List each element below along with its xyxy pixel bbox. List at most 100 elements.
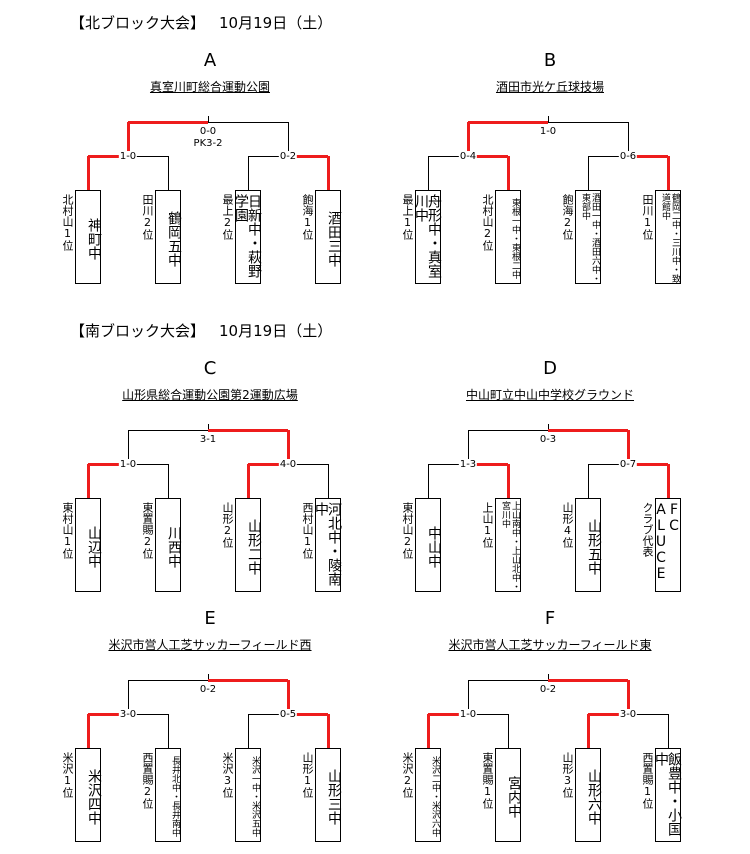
final-left-line <box>468 430 549 431</box>
team-box: 宮内中 <box>495 748 522 842</box>
team-name: 舟形中・真室川中 <box>413 194 442 278</box>
team-rank: 山形2位 <box>221 502 234 548</box>
team-name: 河北中・陵南中 <box>313 502 342 586</box>
semi-left-line <box>88 713 128 716</box>
semi-right-line <box>288 464 329 465</box>
final-stem-line <box>208 674 209 680</box>
semi-left-line <box>588 713 628 716</box>
final-stem-line <box>548 674 549 680</box>
final-right-drop-line <box>287 430 290 464</box>
final-right-line <box>208 429 288 432</box>
block-letter: C <box>203 358 217 379</box>
team-box: 神町中 <box>75 190 102 284</box>
north-block-date: 10月19日（土） <box>219 14 333 32</box>
team-box: 舟形中・真室川中 <box>413 190 442 284</box>
final-right-drop-line <box>287 680 290 714</box>
semi-left-drop-line <box>248 156 249 190</box>
semi-right-line <box>128 464 169 465</box>
final-stem-line <box>208 424 209 430</box>
match-score: 3-0 <box>618 709 638 720</box>
team-name: 酒田一中・酒田六中・東部中 <box>580 193 600 283</box>
final-score: 0-2 <box>538 684 558 695</box>
team-rank: 米沢3位 <box>221 752 234 798</box>
match-score: 0-5 <box>278 709 298 720</box>
team-name: 米沢一中・米沢五中 <box>250 755 260 837</box>
semi-left-drop-line <box>248 714 249 748</box>
semi-left-line <box>588 464 629 465</box>
team-rank: クラブ代表 <box>641 502 654 557</box>
venue-name: 真室川町総合運動公園 <box>149 80 270 94</box>
semi-left-drop-line <box>247 464 250 498</box>
team-rank: 米沢2位 <box>401 752 414 798</box>
south-block-header: 【南ブロック大会】 10月19日（土） <box>70 320 332 341</box>
block-letter: B <box>543 50 557 71</box>
venue-name: 米沢市営人工芝サッカーフィールド東 <box>448 638 652 652</box>
team-name: 鶴岡二中・三川中・致道館中 <box>660 193 680 283</box>
final-stem-line <box>548 424 549 430</box>
team-rank: 東置賜2位 <box>141 502 154 559</box>
semi-left-line <box>428 464 469 465</box>
team-box: 飯豊中・小国中 <box>653 748 682 842</box>
team-rank: 山形4位 <box>561 502 574 548</box>
semi-right-drop-line <box>327 714 330 748</box>
team-rank: 田川1位 <box>641 194 654 240</box>
team-box: 山形二中 <box>235 498 262 592</box>
team-box: 長井北中・長井南中 <box>155 748 181 842</box>
team-name: 川西中 <box>166 525 182 568</box>
team-rank: 最上2位 <box>221 194 234 240</box>
team-rank: 西村山1位 <box>301 502 314 559</box>
semi-left-line <box>428 713 468 716</box>
match-score: 0-7 <box>618 459 638 470</box>
team-box: 河北中・陵南中 <box>313 498 342 592</box>
semi-right-line <box>468 463 508 466</box>
team-rank: 田川2位 <box>141 194 154 240</box>
semi-left-line <box>88 463 128 466</box>
match-score: 4-0 <box>278 459 298 470</box>
team-rank: 米沢1位 <box>61 752 74 798</box>
team-box: 鶴岡二中・三川中・致道館中 <box>655 190 681 284</box>
team-rank: 東村山2位 <box>401 502 414 559</box>
semi-left-drop-line <box>428 464 429 498</box>
south-block-date: 10月19日（土） <box>219 322 333 340</box>
team-rank: 山形3位 <box>561 752 574 798</box>
team-name: 酒田三中 <box>326 210 342 267</box>
semi-left-drop-line <box>588 464 589 498</box>
team-box: 鶴岡五中 <box>155 190 182 284</box>
semi-right-line <box>288 155 328 158</box>
semi-right-drop-line <box>507 156 510 190</box>
match-score: 1-0 <box>458 709 478 720</box>
semi-left-line <box>248 156 289 157</box>
final-left-drop-line <box>468 430 469 464</box>
semi-right-drop-line <box>667 464 670 498</box>
team-rank: 北村山1位 <box>61 194 74 251</box>
team-name: 米沢四中 <box>86 768 102 825</box>
semi-left-drop-line <box>427 714 430 748</box>
final-left-drop-line <box>128 680 129 714</box>
semi-right-drop-line <box>168 464 169 498</box>
match-score: 1-3 <box>458 459 478 470</box>
team-name: 山形二中 <box>246 518 262 575</box>
team-box: 山形五中 <box>575 498 602 592</box>
semi-left-line <box>88 155 128 158</box>
south-block-title: 【南ブロック大会】 <box>70 322 206 340</box>
team-box: 東根一中・東根二中 <box>495 190 521 284</box>
semi-left-drop-line <box>428 156 429 190</box>
final-right-drop-line <box>627 430 630 464</box>
north-block-header: 【北ブロック大会】10月19日（土） <box>70 12 332 33</box>
final-left-line <box>128 121 208 124</box>
team-box: 川西中 <box>155 498 182 592</box>
semi-right-line <box>128 156 169 157</box>
semi-right-drop-line <box>328 464 329 498</box>
semi-right-drop-line <box>508 714 509 748</box>
team-box: 中山中 <box>415 498 442 592</box>
match-score: 1-0 <box>118 151 138 162</box>
semi-left-line <box>248 463 288 466</box>
final-right-line <box>208 679 288 682</box>
team-name: FC ALUCE <box>653 502 682 582</box>
semi-right-drop-line <box>667 156 670 190</box>
team-box: 酒田一中・酒田六中・東部中 <box>575 190 601 284</box>
team-rank: 東置賜1位 <box>481 752 494 809</box>
